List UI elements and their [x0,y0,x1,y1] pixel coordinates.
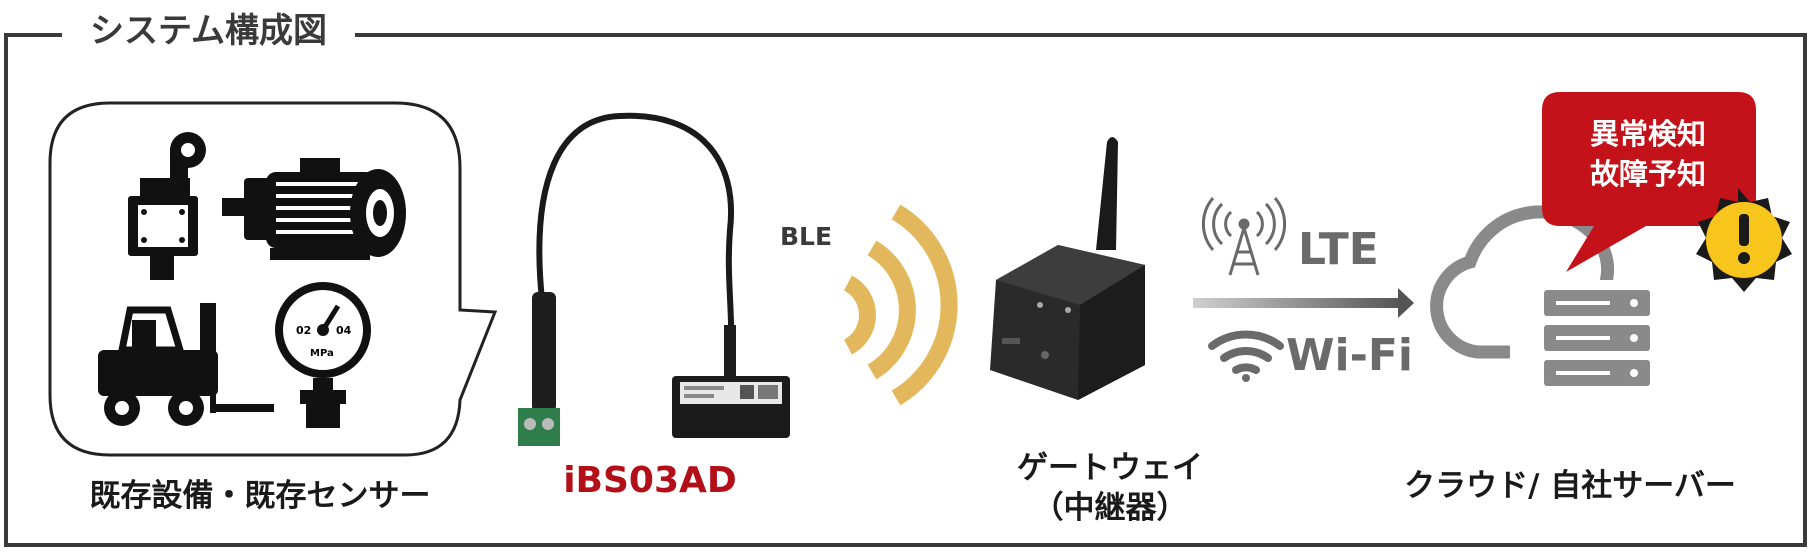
ble-waves-icon [848,212,949,398]
alert-callout-text: 異常検知 故障予知 [1548,114,1748,194]
ibs03ad-sensor [518,116,790,446]
gateway-device [990,137,1145,400]
cloud-label: クラウド/ 自社サーバー [1360,460,1780,505]
gateway-label: ゲートウェイ （中継器） [960,448,1260,528]
server-icon [1520,280,1650,388]
wifi-icon [1212,334,1280,382]
gauge-value-right: 04 [336,324,352,337]
network-arrow [1193,288,1414,318]
wifi-label: Wi-Fi [1286,330,1413,381]
callout-line-1: 異常検知 [1548,114,1748,154]
sensor-label: iBS03AD [540,460,760,501]
callout-line-2: 故障予知 [1548,154,1748,194]
ble-label: BLE [780,222,832,251]
gauge-unit: MPa [310,348,334,359]
gauge-value-left: 02 [296,324,311,337]
equipment-label: 既存設備・既存センサー [70,470,450,515]
antenna-tower-icon [1203,198,1284,275]
lte-label: LTE [1298,224,1379,275]
gateway-label-line-2: （中継器） [960,488,1260,528]
gateway-label-line-1: ゲートウェイ [960,448,1260,488]
